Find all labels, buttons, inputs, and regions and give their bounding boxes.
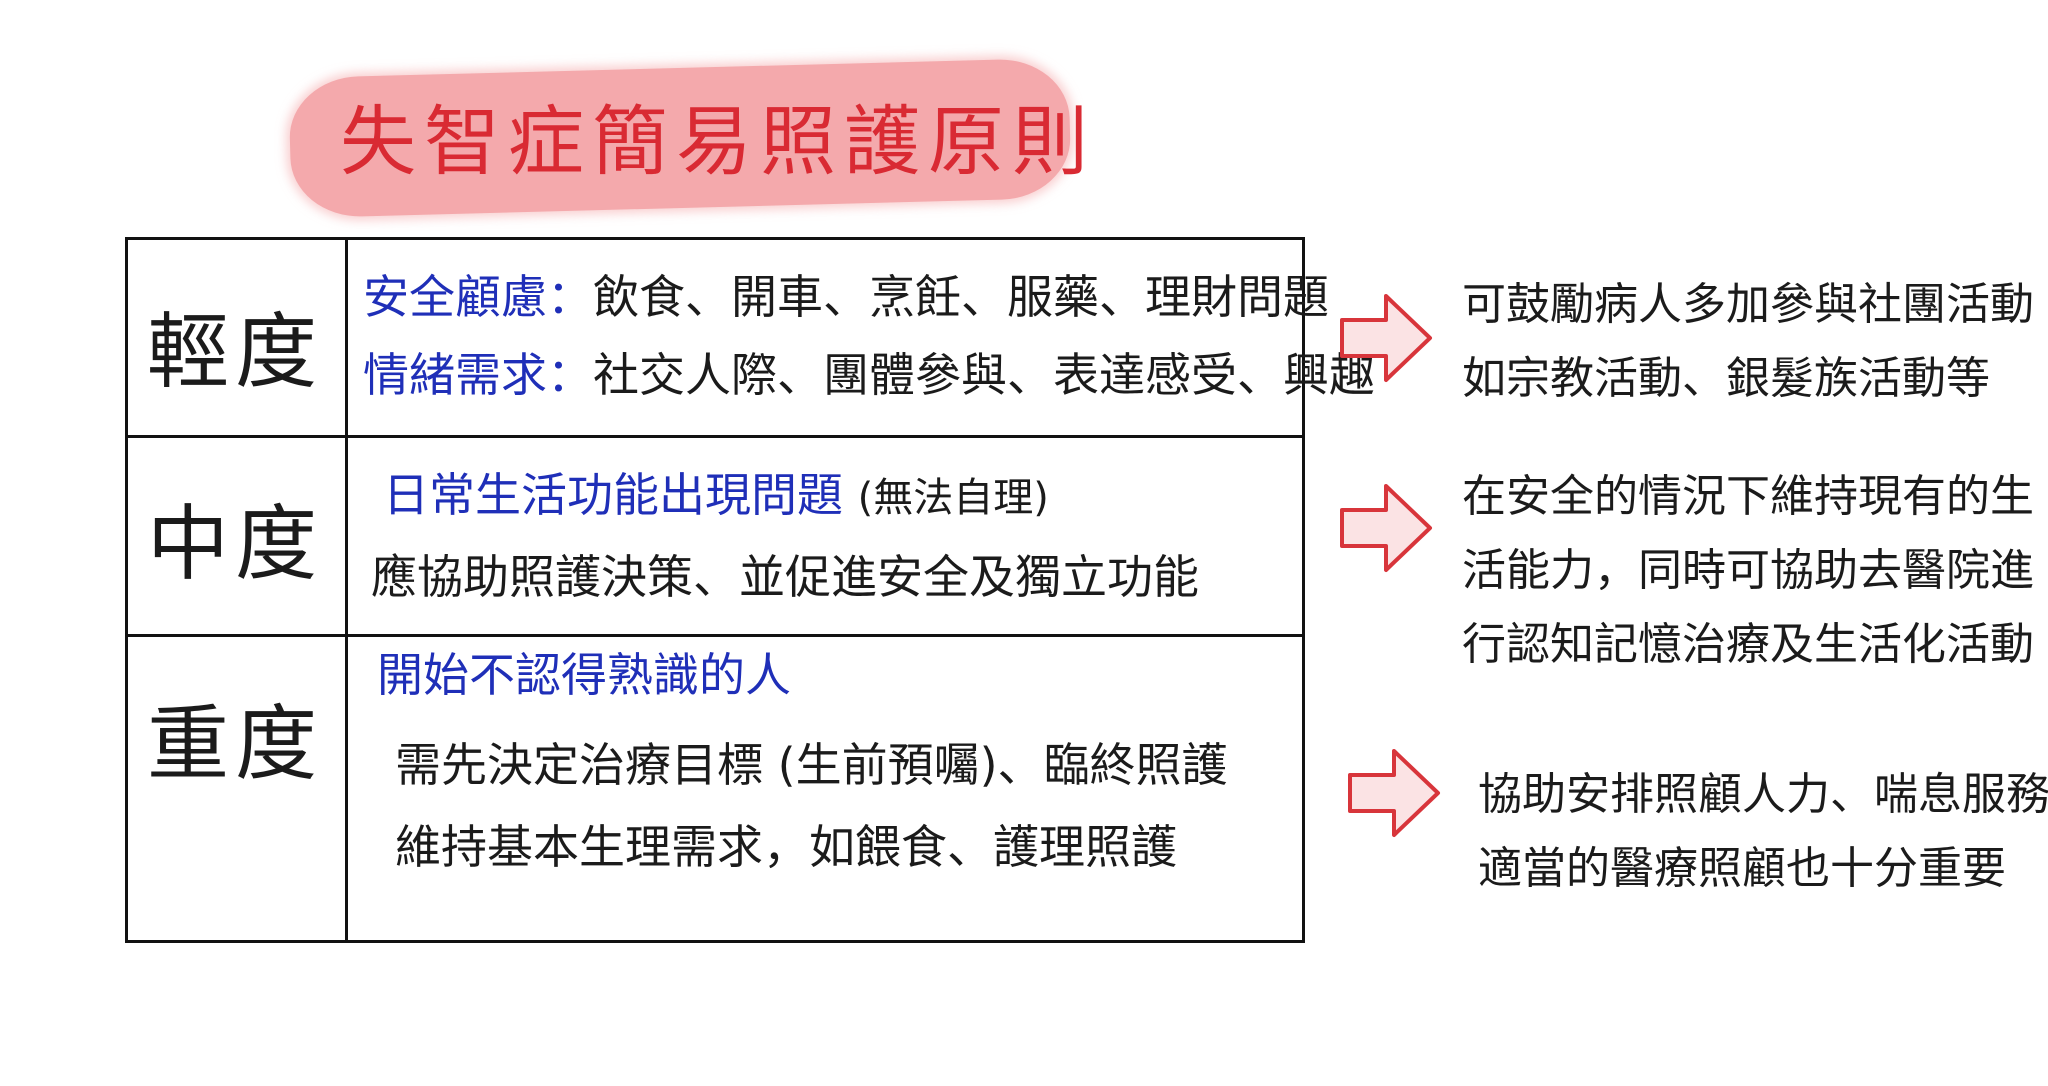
moderate-advice-line-3: 行認知記憶治療及生活化活動 [1462,619,2034,670]
mild-safety-text: 飲食、開車、烹飪、服藥、理財問題 [593,270,1329,324]
row-divider-2 [125,634,1305,637]
table-border-bottom [125,940,1305,943]
table-border-top [125,237,1305,240]
mild-emotion-label: 情緒需求： [363,348,593,402]
level-mild: 輕度 [146,305,323,400]
moderate-heading-note: (無法自理) [857,475,1049,521]
right-arrow-icon [1340,484,1432,572]
severe-body-line-1: 需先決定治療目標 (生前預囑)、臨終照護 [395,738,1228,792]
row-divider-1 [125,435,1305,438]
moderate-advice-line-2: 活能力，同時可協助去醫院進 [1462,545,2034,596]
mild-advice-line-1: 可鼓勵病人多加參與社團活動 [1462,279,2034,330]
table-border-right [1302,237,1305,943]
level-moderate: 中度 [146,497,323,592]
severe-heading: 開始不認得熟識的人 [377,648,791,702]
severe-advice-line-2: 適當的醫療照顧也十分重要 [1478,843,2006,894]
table-border-left [125,237,128,943]
severe-body-line-2: 維持基本生理需求，如餵食、護理照護 [395,820,1177,874]
mild-emotion-text: 社交人際、團體參與、表達感受、興趣 [593,348,1375,402]
mild-safety-line: 安全顧慮：飲食、開車、烹飪、服藥、理財問題 [363,267,1329,327]
page-title: 失智症簡易照護原則 [340,97,1096,186]
level-severe: 重度 [146,697,323,792]
right-arrow-icon [1340,294,1432,382]
mild-advice-line-2: 如宗教活動、銀髮族活動等 [1462,353,1990,404]
severe-advice-line-1: 協助安排照顧人力、喘息服務 [1478,769,2048,820]
moderate-body: 應協助照護決策、並促進安全及獨立功能 [371,550,1199,604]
care-table: 輕度 安全顧慮：飲食、開車、烹飪、服藥、理財問題 情緒需求：社交人際、團體參與、… [125,237,1375,943]
mild-emotion-line: 情緒需求：社交人際、團體參與、表達感受、興趣 [363,345,1375,405]
moderate-advice-line-1: 在安全的情況下維持現有的生 [1462,471,2034,522]
right-arrow-icon [1348,749,1440,837]
mild-safety-label: 安全顧慮： [363,270,593,324]
moderate-heading: 日常生活功能出現問題 [383,468,843,522]
moderate-heading-line: 日常生活功能出現問題 (無法自理) [383,465,1049,528]
column-divider [345,237,348,943]
